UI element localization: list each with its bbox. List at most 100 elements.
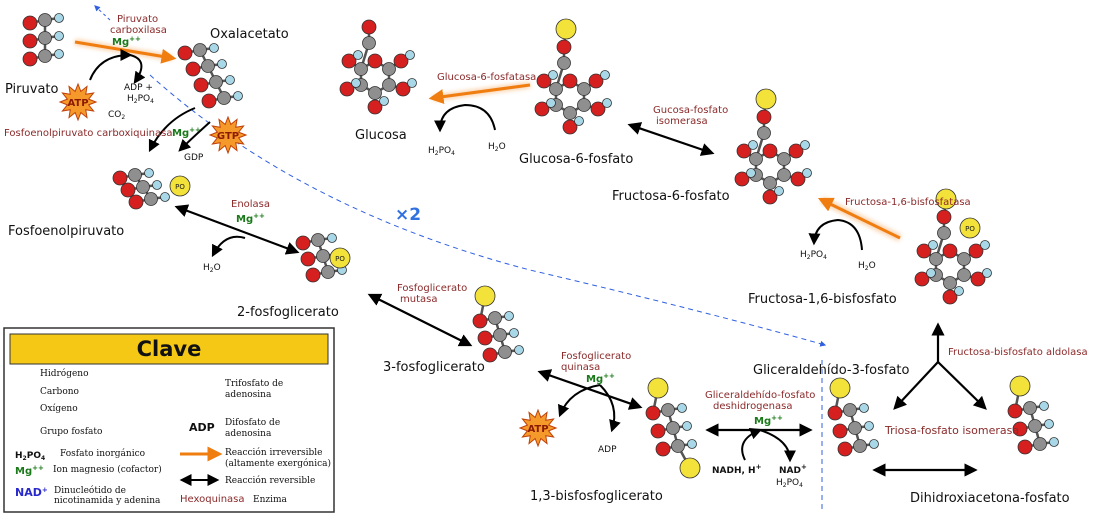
atom-hydrogen xyxy=(677,403,687,413)
key-adp-sym: ADP xyxy=(189,421,215,434)
gtp-icon-label: GTP xyxy=(217,131,239,142)
molecule-13bpg xyxy=(645,377,701,479)
enzyme-pgm-2: mutasa xyxy=(400,294,437,305)
atp-icon-pc xyxy=(58,82,98,122)
key-header xyxy=(9,333,329,365)
atom-carbon xyxy=(757,126,771,140)
enzyme-pc-2: carboxilasa xyxy=(110,25,167,36)
atom-carbon xyxy=(549,82,563,96)
atom-oxygen xyxy=(300,251,316,267)
atom-phosphate xyxy=(1009,375,1031,397)
h2po4-fbpase: H2PO4 xyxy=(800,250,827,261)
phosphate-symbol: PO xyxy=(175,183,185,191)
atom-oxygen xyxy=(295,235,311,251)
fbpase-h2o-curve xyxy=(808,218,863,251)
key-legend: Clave Hidrógeno Carbono Oxígeno Grupo fo… xyxy=(3,327,335,513)
atom-carbon xyxy=(368,86,382,100)
g6pase-h2o-curve xyxy=(434,103,496,133)
enzyme-g6pasa: Glucosa-6-fosfatasa xyxy=(437,72,536,83)
atom-oxygen xyxy=(734,171,750,187)
atom-oxygen xyxy=(790,171,806,187)
label-2pg: 2-fosfoglicerato xyxy=(237,305,339,320)
atom-hydrogen xyxy=(152,180,162,190)
atom-carbon xyxy=(957,252,971,266)
atom-carbon xyxy=(577,98,591,112)
gapdh-nad-curve xyxy=(759,429,796,463)
molecule-glucose xyxy=(339,19,417,115)
atom-hydrogen xyxy=(682,421,692,431)
phosphate-symbol: PO xyxy=(335,255,345,263)
mg-pc: Mg++ xyxy=(112,35,141,48)
atom-carbon xyxy=(217,91,231,105)
atom-carbon xyxy=(843,403,857,417)
key-fosfato: Grupo fosfato xyxy=(40,427,102,437)
key-carbono: Carbono xyxy=(40,387,79,397)
atom-oxygen xyxy=(22,33,38,49)
atom-oxygen xyxy=(968,243,984,259)
label-fructosa16bp: Fructosa-1,6-bisfosfato xyxy=(748,292,897,307)
atp-icon-pgk xyxy=(518,408,558,448)
atom-carbon xyxy=(209,75,223,89)
co2-label: CO2 xyxy=(108,110,125,121)
atom-oxygen xyxy=(201,93,217,109)
atom-carbon xyxy=(354,62,368,76)
enolase-arrow xyxy=(174,204,300,255)
atom-hydrogen xyxy=(869,439,879,449)
atom-carbon xyxy=(777,152,791,166)
atom-oxygen xyxy=(341,53,357,69)
atom-carbon xyxy=(128,168,142,182)
f16bp-phosphate-2 xyxy=(959,217,981,239)
atom-oxygen xyxy=(482,347,498,363)
atom-hydrogen xyxy=(864,421,874,431)
enzyme-gapdh-2: deshidrogenasa xyxy=(713,401,793,412)
adp-out-curve xyxy=(129,54,146,84)
atom-oxygen xyxy=(916,243,932,259)
key-atp-1: Trifosfato de xyxy=(225,379,283,389)
label-fosfoenolpiruvato: Fosfoenolpiruvato xyxy=(8,224,124,239)
atom-hydrogen xyxy=(548,70,558,80)
pgk-adp-curve xyxy=(599,384,621,433)
atom-phosphate xyxy=(647,377,669,399)
atom-hydrogen xyxy=(144,168,154,178)
atom-oxygen xyxy=(970,271,986,287)
atom-oxygen xyxy=(827,405,843,421)
atom-carbon xyxy=(577,82,591,96)
label-glucosa6p: Glucosa-6-fosfato xyxy=(519,152,633,167)
atom-hydrogen xyxy=(351,78,361,88)
enzyme-pgi-2: isomerasa xyxy=(656,116,708,127)
atom-hydrogen xyxy=(504,311,514,321)
pgi-arrow xyxy=(627,122,715,156)
atom-oxygen xyxy=(562,73,578,89)
atom-hydrogen xyxy=(774,186,784,196)
mg-enolasa: Mg++ xyxy=(236,212,265,225)
atom-oxygen xyxy=(22,51,38,67)
atom-hydrogen xyxy=(1039,401,1049,411)
atom-carbon xyxy=(488,311,502,325)
compound-labels: Piruvato Oxalacetato Fosfoenolpiruvato G… xyxy=(5,27,1070,506)
enzyme-aldolasa: Fructosa-bisfosfato aldolasa xyxy=(948,347,1088,358)
atom-carbon xyxy=(957,268,971,282)
atom-hydrogen xyxy=(687,439,697,449)
key-irrev-1: Reacción irreversible xyxy=(225,447,323,458)
pep-phosphate xyxy=(169,175,191,197)
atom-carbon xyxy=(557,56,571,70)
dashed-separator-curve xyxy=(149,74,827,347)
atom-hydrogen xyxy=(600,70,610,80)
atom-carbon xyxy=(382,78,396,92)
atom-hydrogen xyxy=(746,168,756,178)
reversible-arrows xyxy=(174,122,987,477)
atom-hydrogen xyxy=(748,140,758,150)
atom-carbon xyxy=(1023,401,1037,415)
atom-phosphate xyxy=(555,18,577,40)
key-fosfato-inorganico: Fosfato inorgánico xyxy=(60,448,145,459)
atom-carbon xyxy=(493,328,507,342)
key-rev: Reacción reversible xyxy=(225,475,315,486)
atom-oxygen xyxy=(395,81,411,97)
atom-carbon xyxy=(666,421,680,435)
nadh-label: NADH, H+ xyxy=(712,463,762,476)
atom-oxygen xyxy=(650,423,666,439)
atom-oxygen xyxy=(914,271,930,287)
atom-carbon xyxy=(1033,437,1047,451)
gtp-curve xyxy=(178,121,211,152)
atom-oxygen xyxy=(534,101,550,117)
